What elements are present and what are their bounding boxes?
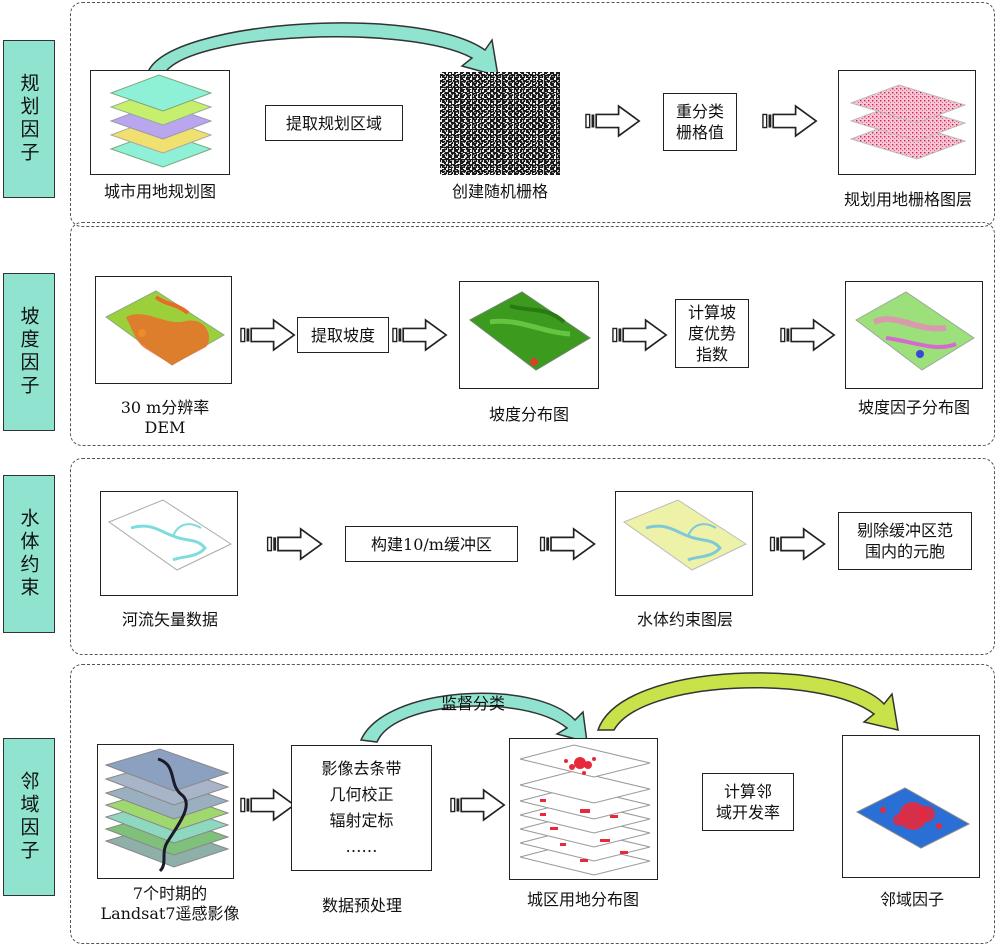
random-raster-caption: 创建随机栅格 — [451, 182, 548, 201]
section-neighborhood — [70, 664, 995, 944]
section-water — [70, 458, 995, 655]
slope-distribution-caption: 坡度分布图 — [488, 405, 569, 424]
preprocess-box: 影像去条带 几何校正 辐射定标 …… — [291, 745, 432, 871]
curved-arrow-neighborhood — [596, 672, 899, 731]
neighborhood-factor-image — [842, 735, 980, 878]
arrow-slope-3 — [612, 318, 668, 352]
land-use-plan-caption: 城市用地规划图 — [103, 182, 216, 201]
arrow-neighborhood-1 — [240, 788, 296, 822]
arrow-planning-2 — [762, 104, 818, 138]
planning-raster-layer-caption: 规划用地栅格图层 — [843, 190, 972, 209]
slope-advantage-box: 计算坡 度优势 指数 — [675, 299, 749, 368]
river-vector-caption: 河流矢量数据 — [121, 610, 218, 629]
section-planning — [70, 2, 995, 227]
arrow-slope-4 — [780, 318, 836, 352]
arrow-water-2 — [538, 527, 598, 561]
arrow-planning-1 — [585, 104, 641, 138]
planning-raster-layer-image — [838, 70, 976, 175]
preprocess-caption: 数据预处理 — [321, 896, 402, 915]
land-use-plan-image — [90, 70, 230, 175]
extract-slope-box: 提取坡度 — [297, 317, 389, 353]
slope-distribution-image — [459, 281, 599, 389]
neighborhood-label: 邻域因子 — [17, 771, 40, 863]
side-label-neighborhood: 邻域因子 — [3, 738, 55, 896]
section-slope — [70, 222, 995, 446]
arrow-water-3 — [768, 527, 828, 561]
slope-label: 坡度因子 — [17, 306, 40, 398]
slope-factor-image — [845, 281, 983, 389]
extract-planning-area-box: 提取规划区域 — [265, 105, 403, 141]
neighborhood-factor-caption: 邻域因子 — [879, 890, 944, 909]
neighborhood-rate-box: 计算邻 域开发率 — [702, 773, 794, 831]
urban-distribution-image — [509, 738, 658, 880]
arrow-slope-2 — [392, 318, 448, 352]
remove-cells-box: 剔除缓冲区范 围内的元胞 — [838, 512, 972, 570]
water-constraint-image — [615, 491, 753, 596]
landsat-stack-image — [97, 744, 234, 879]
water-constraint-caption: 水体约束图层 — [636, 610, 733, 629]
arrow-water-1 — [265, 527, 325, 561]
classify-label: 监督分类 — [440, 694, 505, 713]
side-label-water: 水体约束 — [3, 475, 55, 633]
planning-label: 规划因子 — [17, 73, 40, 165]
random-raster-image — [440, 72, 560, 175]
reclassify-box: 重分类 栅格值 — [663, 93, 737, 151]
dem-image — [95, 276, 232, 384]
urban-distribution-caption: 城区用地分布图 — [526, 890, 639, 909]
arrow-neighborhood-2 — [450, 788, 506, 822]
dem-caption: 30 m分辨率 DEM — [120, 398, 210, 437]
slope-factor-caption: 坡度因子分布图 — [857, 398, 970, 417]
arrow-slope-1 — [240, 318, 296, 352]
landsat-caption: 7个时期的 Landsat7遥感影像 — [100, 884, 240, 923]
side-label-slope: 坡度因子 — [3, 273, 55, 431]
water-label: 水体约束 — [17, 508, 40, 600]
buffer-box: 构建10/m缓冲区 — [345, 526, 518, 562]
side-label-planning: 规划因子 — [3, 40, 55, 198]
river-vector-image — [100, 491, 238, 596]
